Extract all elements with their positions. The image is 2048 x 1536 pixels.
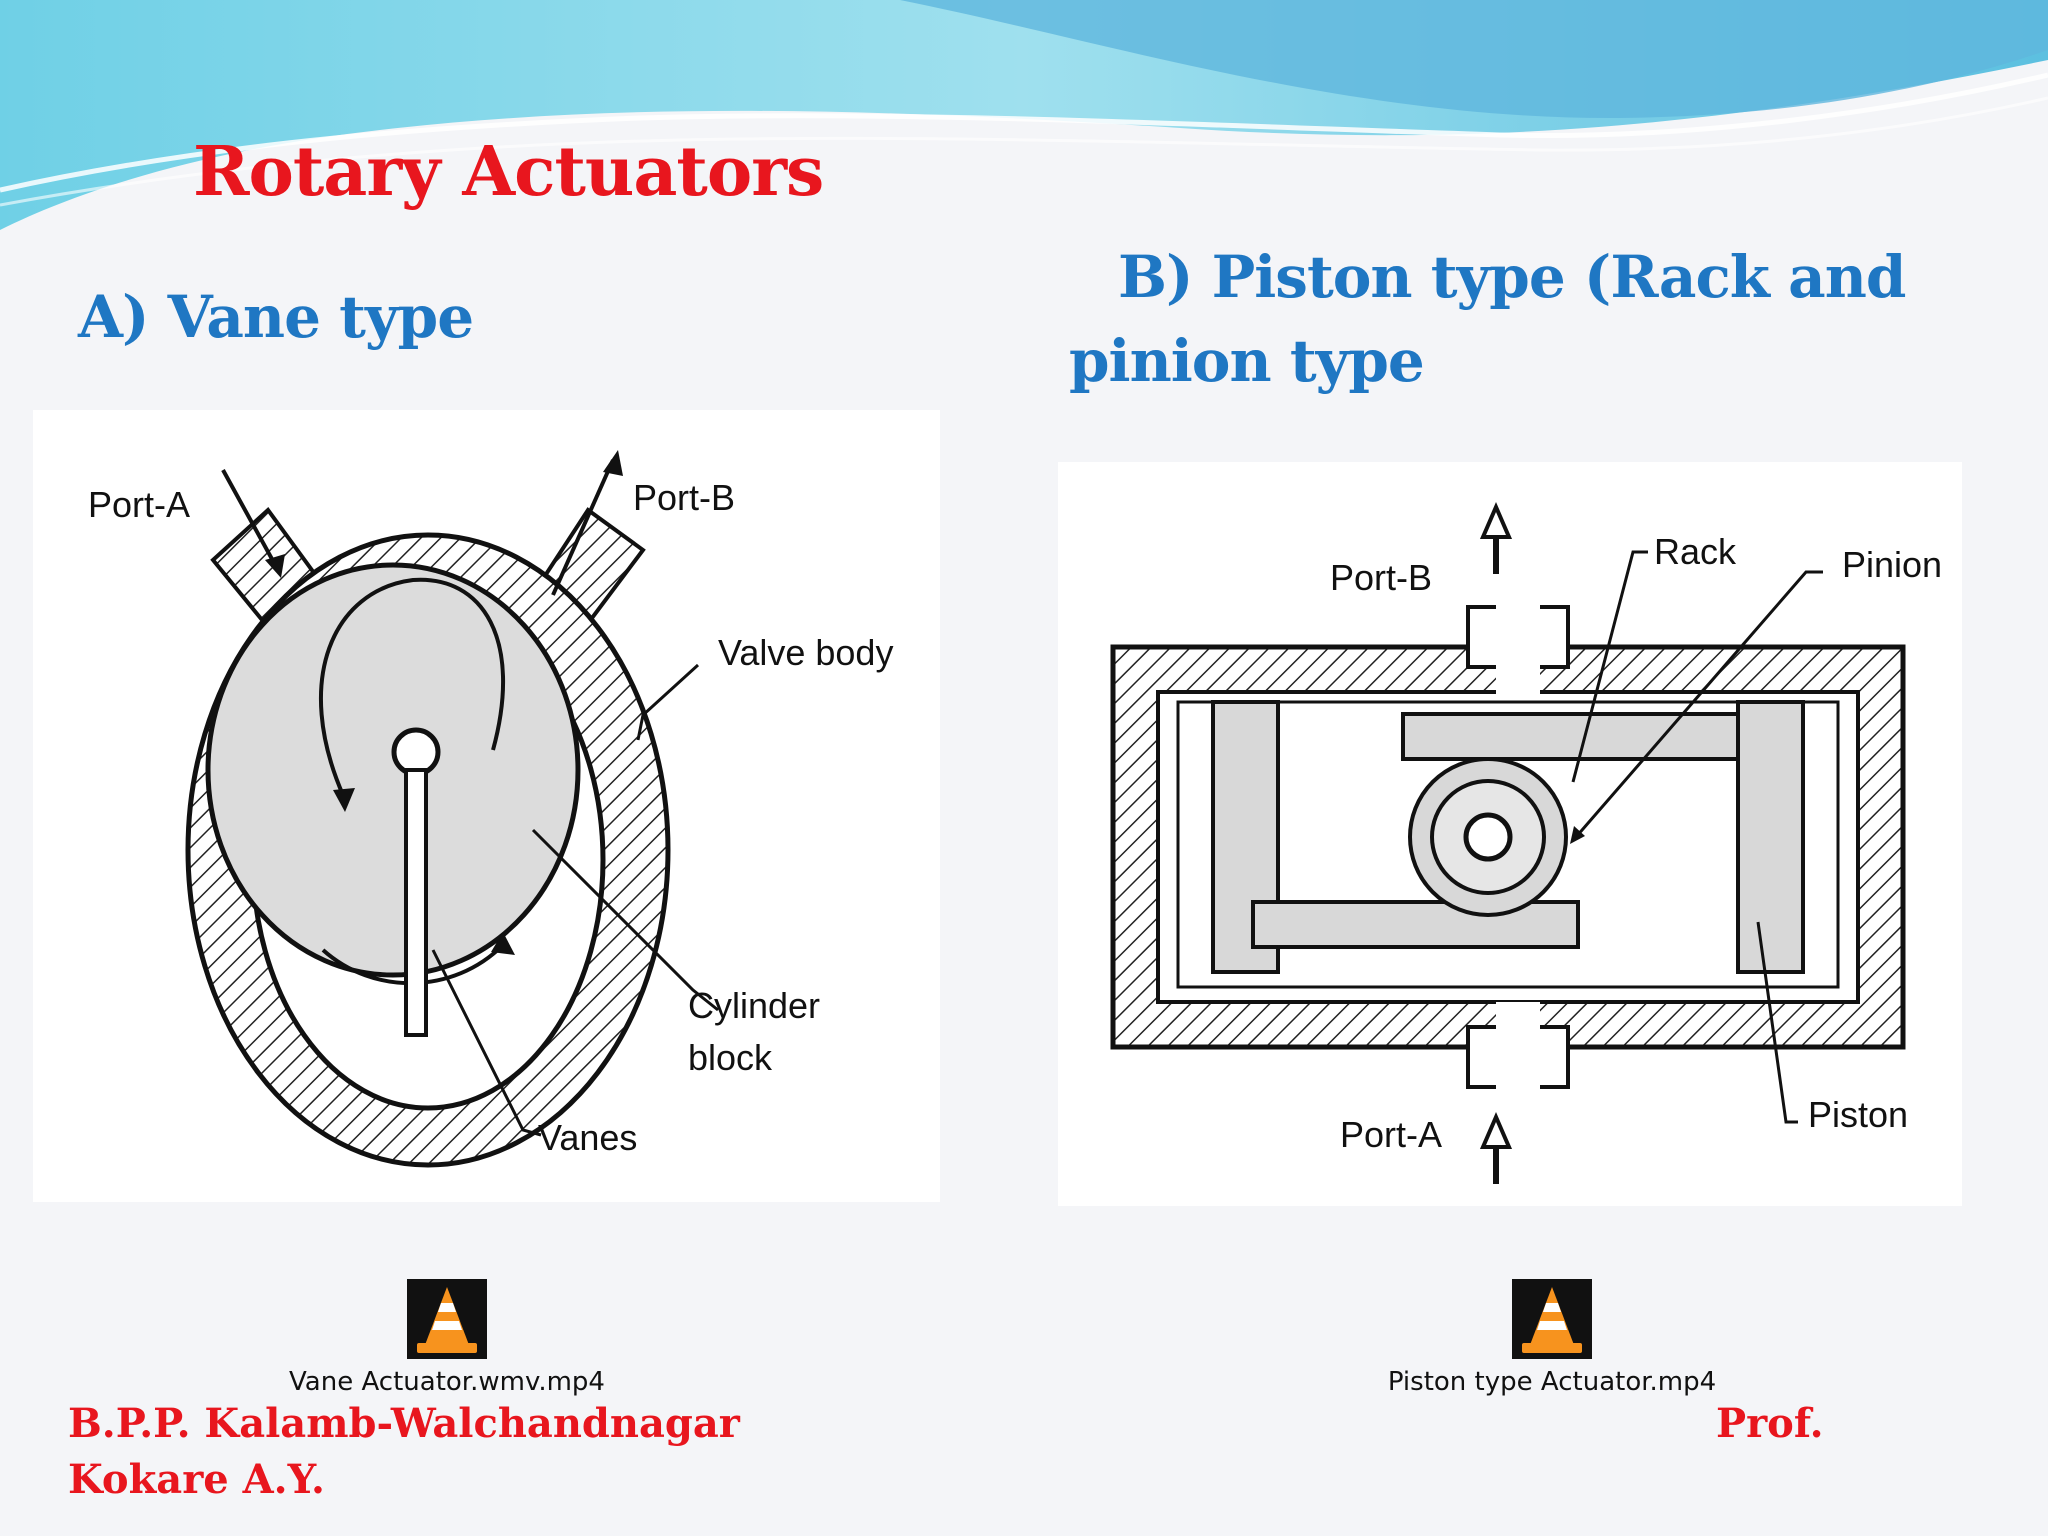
label-rack: Rack — [1654, 531, 1737, 572]
heading-vane-type: A) Vane type — [78, 283, 474, 351]
footer-author-name: Kokare A.Y. — [68, 1456, 325, 1503]
label-vanes: Vanes — [538, 1117, 637, 1158]
vane-video-link[interactable]: Vane Actuator.wmv.mp4 — [247, 1279, 647, 1397]
label-valve-body: Valve body — [718, 632, 893, 673]
left-piston — [1211, 700, 1280, 974]
label-block: block — [688, 1037, 773, 1078]
lower-rack — [1251, 900, 1580, 949]
piston-video-filename[interactable]: Piston type Actuator.mp4 — [1387, 1367, 1717, 1397]
header-wave-banner — [0, 0, 2048, 240]
vane-video-filename[interactable]: Vane Actuator.wmv.mp4 — [289, 1367, 605, 1397]
label-cylinder: Cylinder — [688, 985, 820, 1026]
footer-prof: Prof. — [1716, 1400, 1824, 1447]
cylinder-block — [205, 562, 581, 978]
vane — [404, 768, 428, 1037]
vlc-cone-icon — [1512, 1279, 1592, 1359]
footer-institution: B.P.P. Kalamb-Walchandnagar — [68, 1400, 740, 1447]
heading-piston-type-line1: B) Piston type (Rack and — [1118, 243, 1906, 311]
label-port-b: Port-B — [1330, 557, 1432, 598]
vane-actuator-diagram: Port-A Port-B Valve body Cylinder block … — [33, 410, 940, 1202]
heading-piston-type-line2: pinion type — [1069, 327, 1425, 395]
slide-title: Rotary Actuators — [193, 132, 824, 212]
label-pinion: Pinion — [1842, 544, 1942, 585]
label-port-b: Port-B — [633, 477, 735, 518]
upper-rack — [1401, 712, 1740, 761]
label-piston: Piston — [1808, 1094, 1908, 1135]
label-port-a: Port-A — [1340, 1114, 1442, 1155]
right-piston — [1736, 700, 1805, 974]
port-b-arrow — [1479, 501, 1513, 574]
piston-actuator-diagram: Port-B Rack Pinion Piston Port-A — [1058, 462, 1962, 1206]
piston-video-link[interactable]: Piston type Actuator.mp4 — [1352, 1279, 1752, 1397]
port-a-arrow — [1479, 1111, 1513, 1184]
vlc-cone-icon — [407, 1279, 487, 1359]
label-port-a: Port-A — [88, 484, 190, 525]
